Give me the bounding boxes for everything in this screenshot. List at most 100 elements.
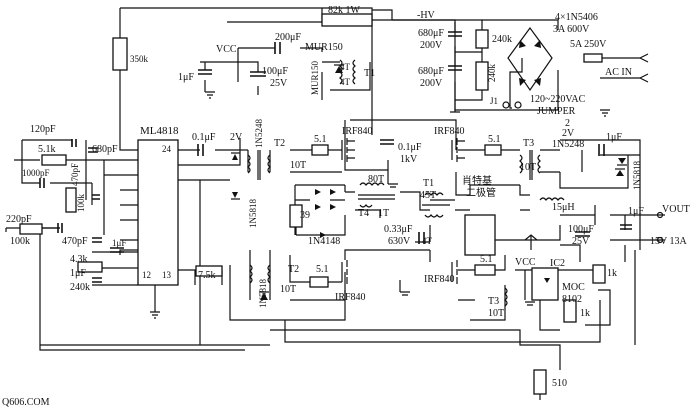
label-mur150b: MUR150 xyxy=(310,60,320,95)
label-irf840-a: IRF840 xyxy=(342,126,373,137)
label-c100: 100μF xyxy=(262,66,288,77)
label-vcc-top: VCC xyxy=(216,44,237,55)
ic-ml4818: ML4818 24 12 13 xyxy=(137,125,179,286)
mosfets xyxy=(341,138,465,284)
capacitors xyxy=(39,31,632,283)
label-c1u-ic: 1μF xyxy=(112,238,126,248)
label-t4: T4 xyxy=(358,208,369,219)
label-vcc-bot: VCC xyxy=(515,257,536,268)
label-t45: 45T xyxy=(420,190,436,201)
label-in5818-l: 1N5818 xyxy=(248,199,258,228)
ic-pin-12: 12 xyxy=(142,270,151,280)
label-jumper: JUMPER xyxy=(537,106,576,117)
label-irf840-d: IRF840 xyxy=(424,274,455,285)
label-t2-top-w: 10T xyxy=(290,160,306,171)
label-vout: VOUT xyxy=(662,204,690,215)
label-r4-3k: 4.3k xyxy=(70,254,88,265)
label-r240a: 240k xyxy=(492,34,512,45)
label-c1u-left: 1μF xyxy=(178,72,194,83)
label-v630: 630V xyxy=(388,236,411,247)
label-w4t-c: 4T xyxy=(422,236,433,246)
label-t3-bot-w: 10T xyxy=(488,308,504,319)
label-v25-out: 25V xyxy=(572,236,590,247)
label-t3-bot: T3 xyxy=(488,296,499,307)
label-r1k-a: 1k xyxy=(607,268,617,279)
label-v2-l: 2V xyxy=(230,132,243,143)
label-c680b: 680μF xyxy=(418,66,444,77)
label-ic2: IC2 xyxy=(550,258,565,269)
label-c033: 0.33μF xyxy=(384,224,413,235)
watermark: Q606.COM xyxy=(2,397,50,408)
label-mur150: MUR150 xyxy=(305,42,343,53)
label-c120p: 120pF xyxy=(30,124,56,135)
label-r5-1k: 5.1k xyxy=(38,144,56,155)
label-r240b: 240k xyxy=(487,64,497,83)
label-acv: 120~220VAC xyxy=(530,94,586,105)
ic-pin-13: 13 xyxy=(162,270,172,280)
resistors xyxy=(19,13,606,395)
label-c0-1u-kv: 0.1μF xyxy=(398,142,422,153)
label-t1-mid: T1 xyxy=(423,178,434,189)
label-r350k: 350k xyxy=(130,54,149,64)
label-irf840-c: IRF840 xyxy=(335,292,366,303)
label-c680a-v: 200V xyxy=(420,40,443,51)
label-in5248-l: 1N5248 xyxy=(254,119,264,148)
label-c470p-b: 470pF xyxy=(62,236,88,247)
label-t2-bot-w: 10T xyxy=(280,284,296,295)
label-r82k: 82k 1W xyxy=(328,5,361,16)
label-c100-out: 100μF xyxy=(568,224,594,235)
label-t2-top: T2 xyxy=(274,138,285,149)
ic-name: ML4818 xyxy=(140,125,179,137)
label-r510: 510 xyxy=(552,378,567,389)
label-x2: 2 xyxy=(565,118,570,129)
label-l15: 15μH xyxy=(552,202,575,213)
label-r39: 39 xyxy=(300,210,310,221)
label-c680a: 680μF xyxy=(418,28,444,39)
label-in5248-r: 1N5248 xyxy=(552,139,584,150)
label-c1000p: 1000pF xyxy=(22,168,50,178)
ac-input-terminals xyxy=(502,53,664,244)
label-r100k-b: 100k xyxy=(10,236,30,247)
label-hv-neg: -HV xyxy=(417,10,436,21)
transformers xyxy=(247,59,565,307)
label-r5-1-d: 5.1 xyxy=(480,254,493,265)
label-c200: 200μF xyxy=(275,32,301,43)
label-r5-1-a: 5.1 xyxy=(314,134,327,145)
label-in5818-r: 1N5818 xyxy=(632,161,642,190)
label-fuse: 5A 250V xyxy=(570,39,607,50)
label-c470p-a: 470pF xyxy=(70,163,80,186)
ic-pin-24: 24 xyxy=(162,144,172,154)
label-t3-top-w: 10T xyxy=(520,162,536,173)
label-r1k-b: 1k xyxy=(580,308,590,319)
label-c680b-v: 200V xyxy=(420,78,443,89)
label-moc: MOC xyxy=(562,282,585,293)
label-t4-1t: 1T xyxy=(378,208,389,219)
label-sch2: 二极管 xyxy=(466,186,496,199)
labels: 82k 1W VCC -HV 4×1N5406 3A 600V 5A 250V … xyxy=(6,5,690,389)
label-bridge-rating: 3A 600V xyxy=(553,24,590,35)
diodes xyxy=(231,26,627,301)
label-c100-v: 25V xyxy=(270,78,288,89)
label-r7-5k: 7.5k xyxy=(198,270,216,281)
label-acin: AC IN xyxy=(605,67,632,78)
label-c680p: 680pF xyxy=(92,144,118,155)
label-in5818-b: 1N5818 xyxy=(258,279,268,308)
label-sch1: 肖特基 xyxy=(462,174,492,187)
label-kv: 1kV xyxy=(400,154,418,165)
label-w4t-b: 4T xyxy=(340,77,351,87)
label-r5-1-b: 5.1 xyxy=(488,134,501,145)
label-j1: J1 xyxy=(490,96,498,106)
label-c1u-b: 1μF xyxy=(70,268,86,279)
label-t80: 80T xyxy=(368,174,384,185)
label-c1u-r: 1μF xyxy=(606,132,622,143)
label-irf840-b: IRF840 xyxy=(434,126,465,137)
label-bridge: 4×1N5406 xyxy=(555,12,598,23)
label-in4148: 1N4148 xyxy=(308,236,340,247)
label-moc2: 8102 xyxy=(562,294,582,305)
ground-symbols xyxy=(150,91,610,319)
label-v2-r: 2V xyxy=(562,128,575,139)
label-r240k-c: 240k xyxy=(70,282,90,293)
label-r100k-a: 100k xyxy=(76,194,86,213)
label-c220p: 220pF xyxy=(6,214,32,225)
